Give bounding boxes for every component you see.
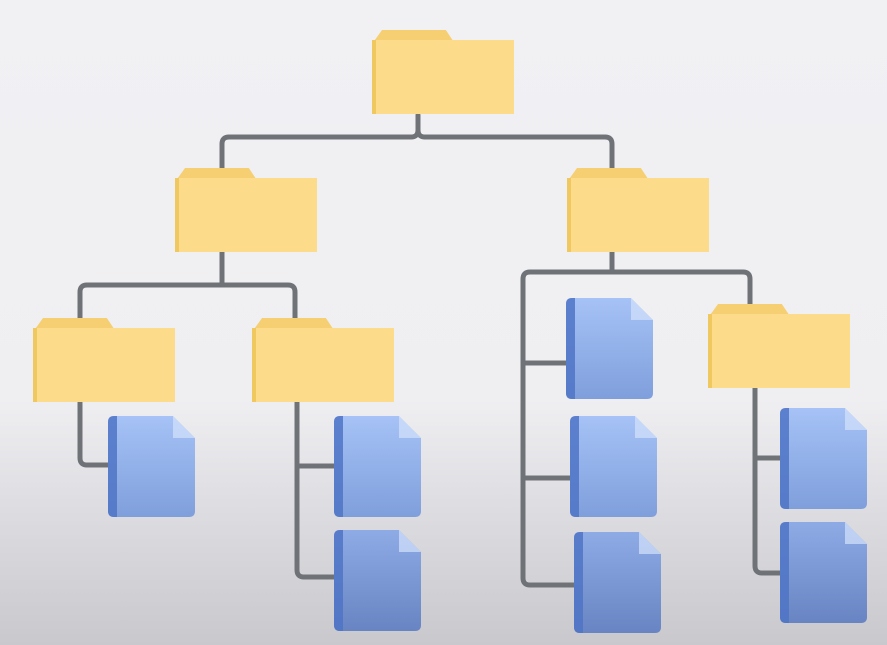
folder-icon-left-a: [33, 318, 175, 402]
file-icon-left-b-1: [334, 416, 421, 517]
folder-edge: [708, 314, 712, 388]
connector-left-b-children: [294, 397, 339, 580]
file-icon-right-2: [570, 416, 657, 517]
file-edge: [780, 522, 789, 623]
folder-body: [708, 314, 850, 388]
folder-body: [372, 40, 514, 114]
folder-edge: [252, 328, 256, 402]
file-edge: [574, 532, 583, 633]
connectors: [77, 112, 785, 588]
folder-icon-left-b: [252, 318, 394, 402]
file-sheet: [570, 416, 657, 517]
folder-body: [252, 328, 394, 402]
folder-body: [33, 328, 175, 402]
file-icon-right-3: [574, 532, 661, 633]
connector-right-children: [520, 249, 753, 588]
connector-left-children: [77, 249, 298, 325]
folder-icon-root: [372, 30, 514, 114]
file-icon-right-a-2: [780, 522, 867, 623]
file-edge: [566, 298, 575, 399]
file-fold: [399, 416, 421, 438]
file-icon-left-a-1: [108, 416, 195, 517]
file-sheet: [334, 530, 421, 631]
file-edge: [334, 530, 343, 631]
file-sheet: [574, 532, 661, 633]
file-fold: [399, 530, 421, 552]
file-sheet: [566, 298, 653, 399]
file-edge: [334, 416, 343, 517]
file-edge: [780, 408, 789, 509]
file-icon-left-b-2: [334, 530, 421, 631]
folder-edge: [567, 178, 571, 252]
file-sheet: [780, 408, 867, 509]
file-sheet: [334, 416, 421, 517]
file-edge: [108, 416, 117, 517]
folder-icon-left: [175, 168, 317, 252]
folder-body: [175, 178, 317, 252]
folder-body: [567, 178, 709, 252]
file-fold: [173, 416, 195, 438]
file-icon-right-a-1: [780, 408, 867, 509]
file-edge: [570, 416, 579, 517]
folder-icon-right: [567, 168, 709, 252]
folder-icon-right-a: [708, 304, 850, 388]
file-fold: [639, 532, 661, 554]
file-fold: [635, 416, 657, 438]
connector-left-a-children: [77, 397, 113, 468]
file-fold: [845, 522, 867, 544]
connector-root-children: [219, 112, 615, 173]
nodes: [33, 30, 867, 633]
folder-edge: [33, 328, 37, 402]
file-icon-right-1: [566, 298, 653, 399]
folder-edge: [372, 40, 376, 114]
file-fold: [845, 408, 867, 430]
folder-edge: [175, 178, 179, 252]
file-fold: [631, 298, 653, 320]
connector-right-a-children: [752, 385, 785, 576]
file-sheet: [780, 522, 867, 623]
file-sheet: [108, 416, 195, 517]
